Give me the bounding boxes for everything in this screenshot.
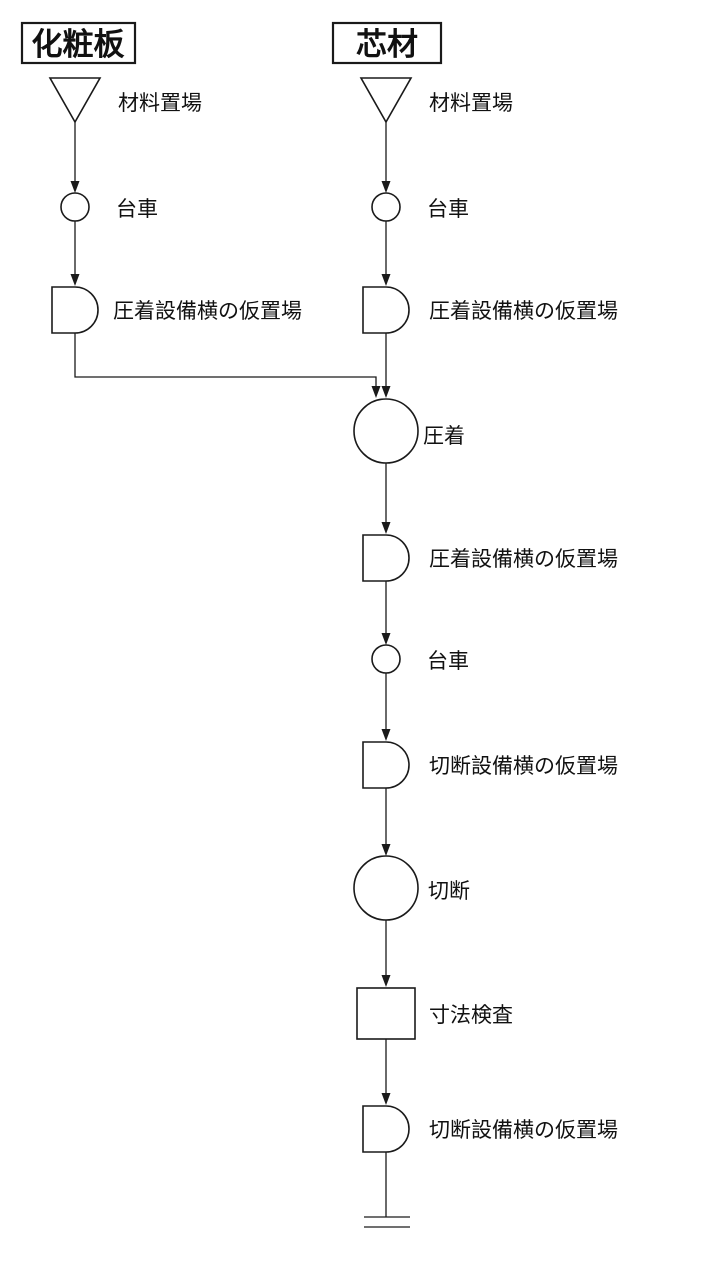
right-storage-label: 材料置場 bbox=[429, 91, 513, 115]
storage-triangle-icon bbox=[48, 77, 102, 124]
post-press-stagnation-label: 圧着設備横の仮置場 bbox=[429, 547, 618, 571]
inspection-square-icon bbox=[356, 987, 416, 1040]
left-header-label: 化粧板 bbox=[32, 27, 125, 63]
transport-circle-icon bbox=[371, 644, 401, 674]
arrow-head-icon bbox=[381, 274, 391, 286]
pressing-label: 圧着 bbox=[423, 424, 465, 448]
post-press-stagnation-step: 圧着設備横の仮置場 bbox=[362, 534, 618, 582]
left-storage-label: 材料置場 bbox=[118, 91, 202, 115]
left-header-box bbox=[20, 21, 137, 65]
right-transport-label: 台車 bbox=[427, 197, 469, 221]
cutting-label: 切断 bbox=[428, 879, 470, 903]
right-stagnation-label: 圧着設備横の仮置場 bbox=[429, 299, 618, 323]
inspection-label: 寸法検査 bbox=[429, 1003, 513, 1027]
right-header-label: 芯材 bbox=[356, 27, 418, 63]
left-transport-step: 台車 bbox=[60, 192, 158, 222]
arrow-head-icon bbox=[381, 386, 391, 398]
left-header: 化粧板 bbox=[20, 21, 137, 65]
pre-cut-stagnation-step: 切断設備横の仮置場 bbox=[362, 741, 618, 789]
stagnation-d-icon bbox=[362, 741, 410, 789]
final-stagnation-label: 切断設備横の仮置場 bbox=[429, 1118, 618, 1142]
right-header: 芯材 bbox=[331, 21, 443, 65]
pressing-operation-step: 圧着 bbox=[353, 398, 465, 464]
operation-circle-icon bbox=[353, 398, 419, 464]
arrow-head-icon bbox=[381, 522, 391, 534]
stagnation-d-icon bbox=[362, 286, 410, 334]
arrow-head-icon bbox=[381, 181, 391, 193]
stagnation-d-icon bbox=[362, 1105, 410, 1153]
transport-circle-icon bbox=[371, 192, 401, 222]
left-transport-label: 台車 bbox=[116, 197, 158, 221]
final-stagnation-step: 切断設備横の仮置場 bbox=[362, 1105, 618, 1153]
arrow-head-icon bbox=[70, 181, 80, 193]
storage-triangle-icon bbox=[359, 77, 413, 124]
arrow-head-icon bbox=[381, 844, 391, 856]
right-header-box bbox=[331, 21, 443, 65]
right-transport-step: 台車 bbox=[371, 192, 469, 222]
transport-circle-icon bbox=[60, 192, 90, 222]
left-stagnation-label: 圧着設備横の仮置場 bbox=[113, 299, 302, 323]
main-transport-label: 台車 bbox=[427, 649, 469, 673]
operation-circle-icon bbox=[353, 855, 419, 921]
arrow-head-icon bbox=[381, 633, 391, 645]
pre-cut-stagnation-label: 切断設備横の仮置場 bbox=[429, 754, 618, 778]
arrow-head-icon bbox=[70, 274, 80, 286]
arrow-head-icon bbox=[371, 386, 381, 398]
end-terminator bbox=[364, 1216, 410, 1228]
arrow-head-icon bbox=[381, 729, 391, 741]
left-stagnation-step: 圧着設備横の仮置場 bbox=[51, 286, 302, 334]
main-transport-step: 台車 bbox=[371, 644, 469, 674]
cutting-operation-step: 切断 bbox=[353, 855, 470, 921]
merge-connector-line bbox=[74, 333, 377, 388]
dimension-inspection-step: 寸法検査 bbox=[356, 987, 513, 1040]
stagnation-d-icon bbox=[51, 286, 99, 334]
arrow-head-icon bbox=[381, 975, 391, 987]
arrow-head-icon bbox=[381, 1093, 391, 1105]
right-stagnation-step: 圧着設備横の仮置場 bbox=[362, 286, 618, 334]
right-storage-step: 材料置場 bbox=[359, 77, 513, 124]
stagnation-d-icon bbox=[362, 534, 410, 582]
left-storage-step: 材料置場 bbox=[48, 77, 202, 124]
